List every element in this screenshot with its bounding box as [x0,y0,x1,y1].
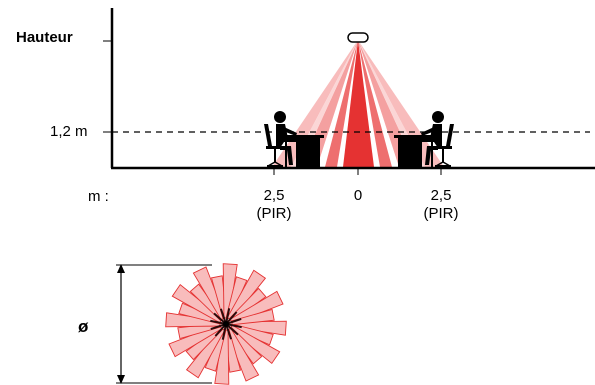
left-desk-leg [285,138,287,167]
left-desk-top [284,135,324,138]
distance-center-value: 0 [353,187,363,204]
right-desk-top [394,135,434,138]
starburst-ray [226,269,267,322]
left-desk-cabinet [296,138,320,167]
right-chair-icon [434,124,454,167]
starburst-center [223,321,229,327]
left-person-icon [274,111,297,165]
distance-unit-label: m : [88,188,109,205]
side-view [103,8,595,175]
right-desk-cabinet [398,138,422,167]
distance-left-sub: (PIR) [256,205,292,222]
reference-height-label: 1,2 m [50,123,88,140]
right-desk-leg [431,138,433,167]
detection-starburst [165,263,287,385]
cone-right-beam-3 [358,40,392,167]
distance-right-sub: (PIR) [423,205,459,222]
left-workstation [264,111,324,167]
diameter-arrow-top [117,264,125,273]
sensor-device [347,32,369,43]
starburst-ray [228,324,281,365]
starburst-ray [171,283,224,324]
height-axis-label: Hauteur [16,29,73,46]
diameter-symbol: ø [78,317,89,336]
right-workstation [394,111,454,167]
starburst-ray [185,326,226,379]
right-person-icon [421,111,444,165]
left-chair-icon [264,124,284,167]
distance-left-value: 2,5 [263,187,285,204]
cone-left-beam-3 [325,40,358,167]
footprint-view [116,263,287,385]
cone-core-beam [343,40,374,167]
distance-right-value: 2,5 [430,187,452,204]
diameter-arrow-bottom [117,375,125,384]
